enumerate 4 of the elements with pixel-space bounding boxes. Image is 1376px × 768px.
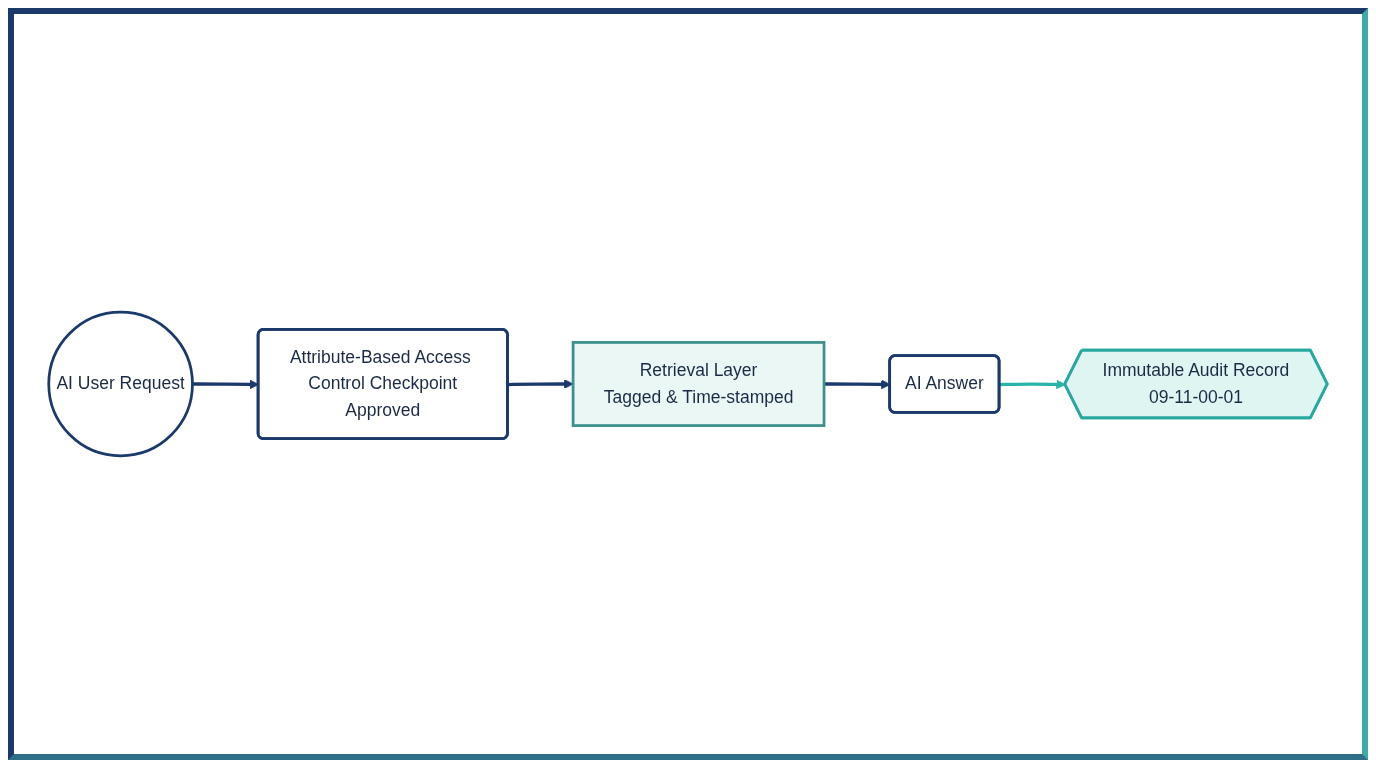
node-circle: AI User Request (47, 310, 194, 458)
arrow (999, 379, 1066, 390)
arrow (508, 379, 574, 389)
node-box: Retrieval Layer Tagged & Time-stamped (571, 341, 826, 427)
